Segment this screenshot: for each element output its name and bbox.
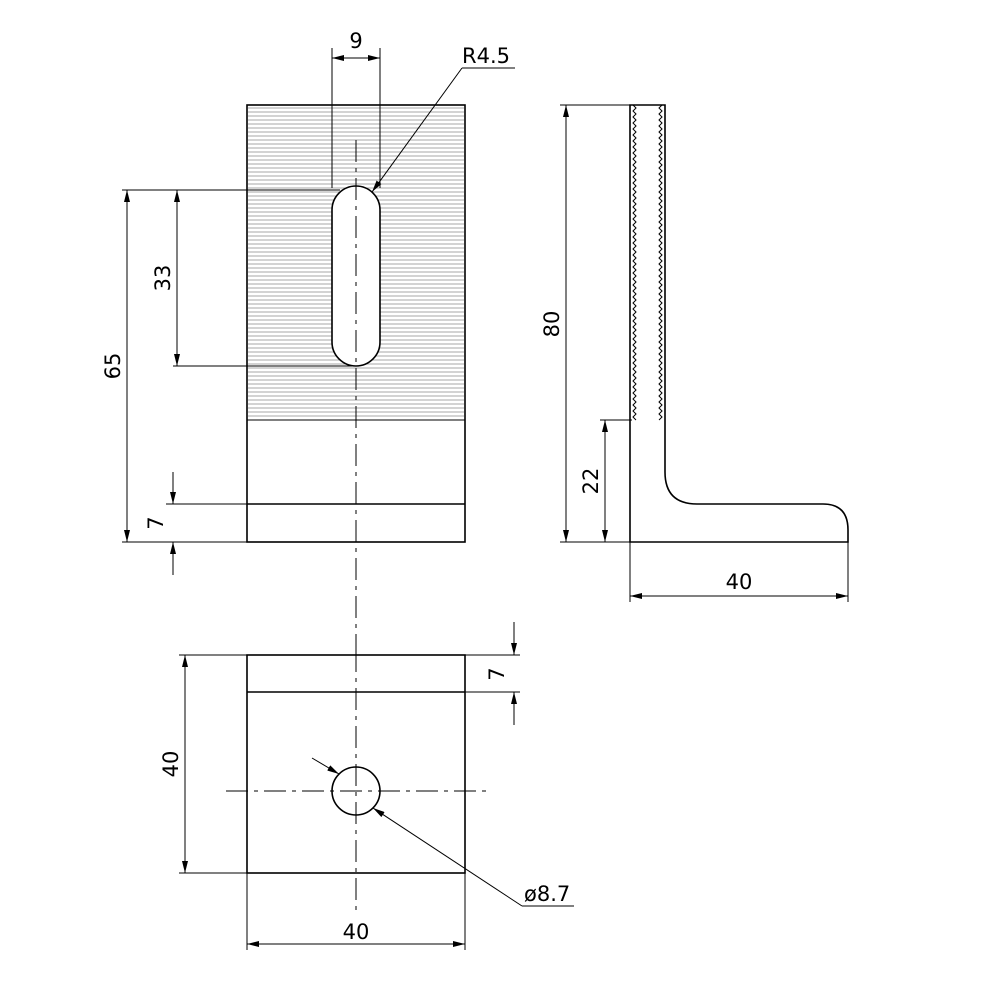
bottom-view: 7 40 40 ø8.7 xyxy=(159,622,574,950)
dim-slot-width: 9 xyxy=(331,29,381,188)
dim-base-length: 40 xyxy=(629,530,849,602)
front-view: 9 R4.5 33 65 7 xyxy=(101,29,515,650)
dim-base-length-label: 40 xyxy=(726,570,753,594)
dim-slot-height: 65 xyxy=(101,189,247,543)
dim-slot-width-label: 9 xyxy=(349,29,362,53)
side-view-profile xyxy=(629,104,849,543)
dim-total-height-label: 80 xyxy=(540,311,564,338)
dim-flange-depth-label: 7 xyxy=(485,667,509,680)
mounting-hole xyxy=(331,766,381,816)
dim-slot-length: 33 xyxy=(151,189,356,367)
dim-flange-height-label: 22 xyxy=(579,468,603,495)
dim-depth-label: 40 xyxy=(159,751,183,778)
dim-hole-diameter: ø8.7 xyxy=(311,757,574,907)
serration-right-edge xyxy=(658,104,663,421)
dim-hole-diameter-label: ø8.7 xyxy=(524,882,570,906)
dim-slot-height-label: 65 xyxy=(101,353,125,380)
dim-base-thickness: 7 xyxy=(144,472,247,575)
side-view: 80 22 40 xyxy=(540,104,849,602)
dim-total-height: 80 xyxy=(540,104,632,543)
dim-slot-radius-label: R4.5 xyxy=(462,44,510,68)
dim-depth: 40 xyxy=(159,654,247,874)
dim-slot-length-label: 33 xyxy=(151,265,175,292)
dim-slot-radius: R4.5 xyxy=(371,44,515,193)
dim-width: 40 xyxy=(246,873,466,950)
dim-base-thickness-label: 7 xyxy=(144,516,168,529)
dim-flange-depth: 7 xyxy=(465,622,520,725)
serration-left-edge xyxy=(632,104,637,421)
dim-width-label: 40 xyxy=(343,920,370,944)
dim-flange-height: 22 xyxy=(579,419,632,542)
